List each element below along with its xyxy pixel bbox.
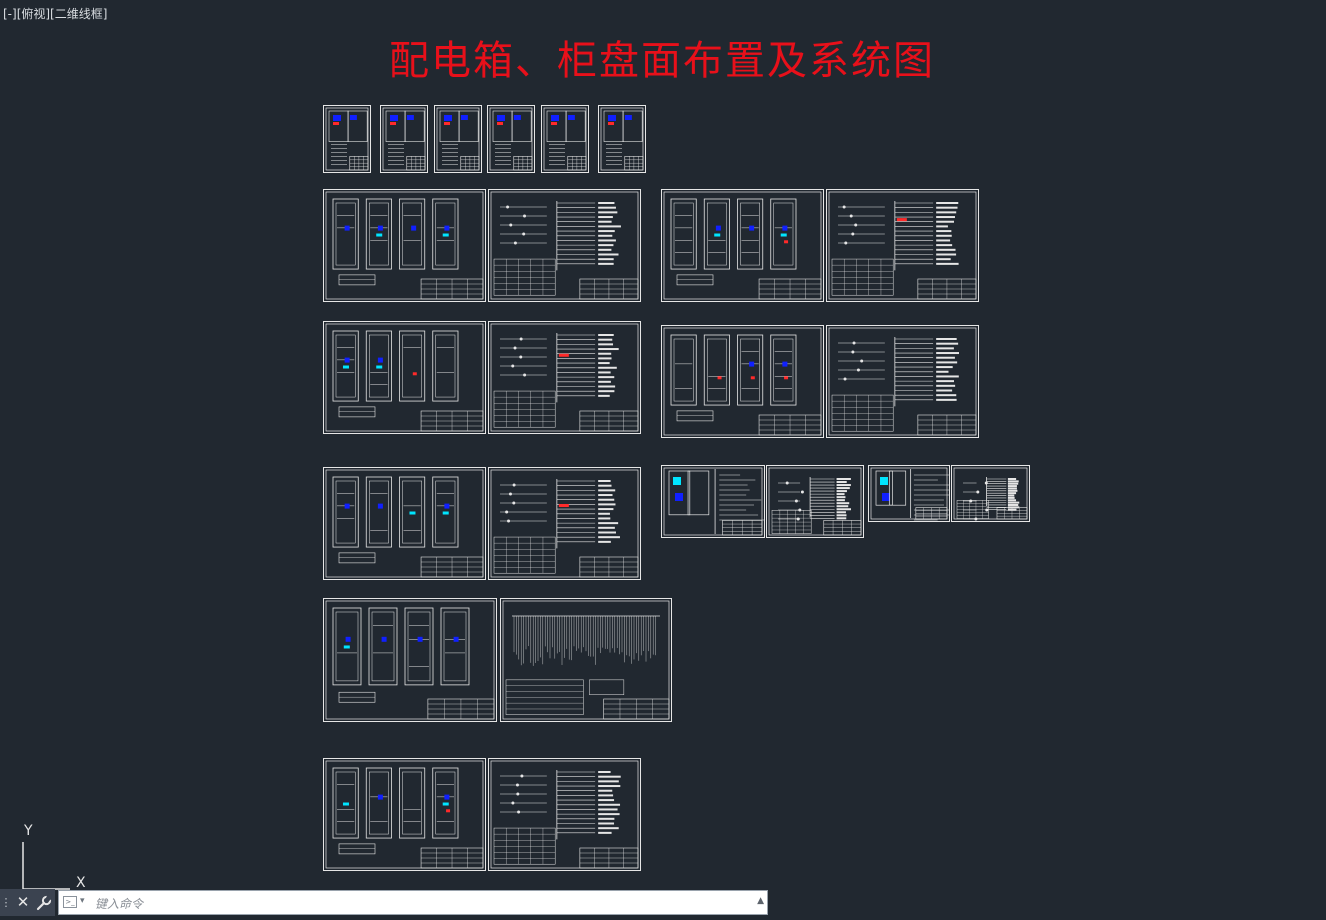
drawing-sheet[interactable] xyxy=(488,321,641,434)
drawing-sheet[interactable] xyxy=(434,105,482,173)
command-line: ⋮ ✕ >_ ▾ ▲ xyxy=(0,889,768,916)
drawing-sheet[interactable] xyxy=(661,189,824,302)
drawing-sheet[interactable] xyxy=(323,467,486,580)
grip-icon[interactable]: ⋮ xyxy=(0,889,12,916)
ucs-x-label: X xyxy=(76,875,86,891)
drawing-sheet[interactable] xyxy=(323,321,486,434)
drawing-sheet[interactable] xyxy=(541,105,589,173)
wrench-icon[interactable] xyxy=(33,889,55,916)
drawing-sheet[interactable] xyxy=(868,465,950,522)
command-prompt-icon[interactable]: >_ xyxy=(63,896,77,908)
chevron-down-icon[interactable]: ▾ xyxy=(80,896,85,906)
drawing-sheet[interactable] xyxy=(487,105,535,173)
command-input[interactable] xyxy=(93,893,727,914)
drawing-sheet[interactable] xyxy=(766,465,864,538)
ucs-y-label: Y xyxy=(24,823,33,839)
drawing-sheet[interactable] xyxy=(500,598,672,722)
drawing-sheet[interactable] xyxy=(323,105,371,173)
drawing-sheet[interactable] xyxy=(951,465,1030,522)
drawing-sheet[interactable] xyxy=(488,189,641,302)
command-input-field[interactable]: >_ ▾ ▲ xyxy=(58,890,768,915)
drawing-sheet[interactable] xyxy=(323,758,486,871)
drawing-sheet[interactable] xyxy=(323,598,497,722)
viewport-controls-label[interactable]: [-][俯视][二维线框] xyxy=(3,7,108,21)
caret-up-icon[interactable]: ▲ xyxy=(757,896,764,906)
drawing-sheet[interactable] xyxy=(380,105,428,173)
close-icon[interactable]: ✕ xyxy=(12,889,34,916)
drawing-sheet[interactable] xyxy=(598,105,646,173)
drawing-title: 配电箱、柜盘面布置及系统图 xyxy=(389,38,935,84)
drawing-sheet[interactable] xyxy=(488,467,641,580)
drawing-sheet[interactable] xyxy=(826,325,979,438)
drawing-sheet[interactable] xyxy=(826,189,979,302)
drawing-sheet[interactable] xyxy=(661,465,765,538)
drawing-sheet[interactable] xyxy=(488,758,641,871)
drawing-sheet[interactable] xyxy=(323,189,486,302)
drawing-sheet[interactable] xyxy=(661,325,824,438)
